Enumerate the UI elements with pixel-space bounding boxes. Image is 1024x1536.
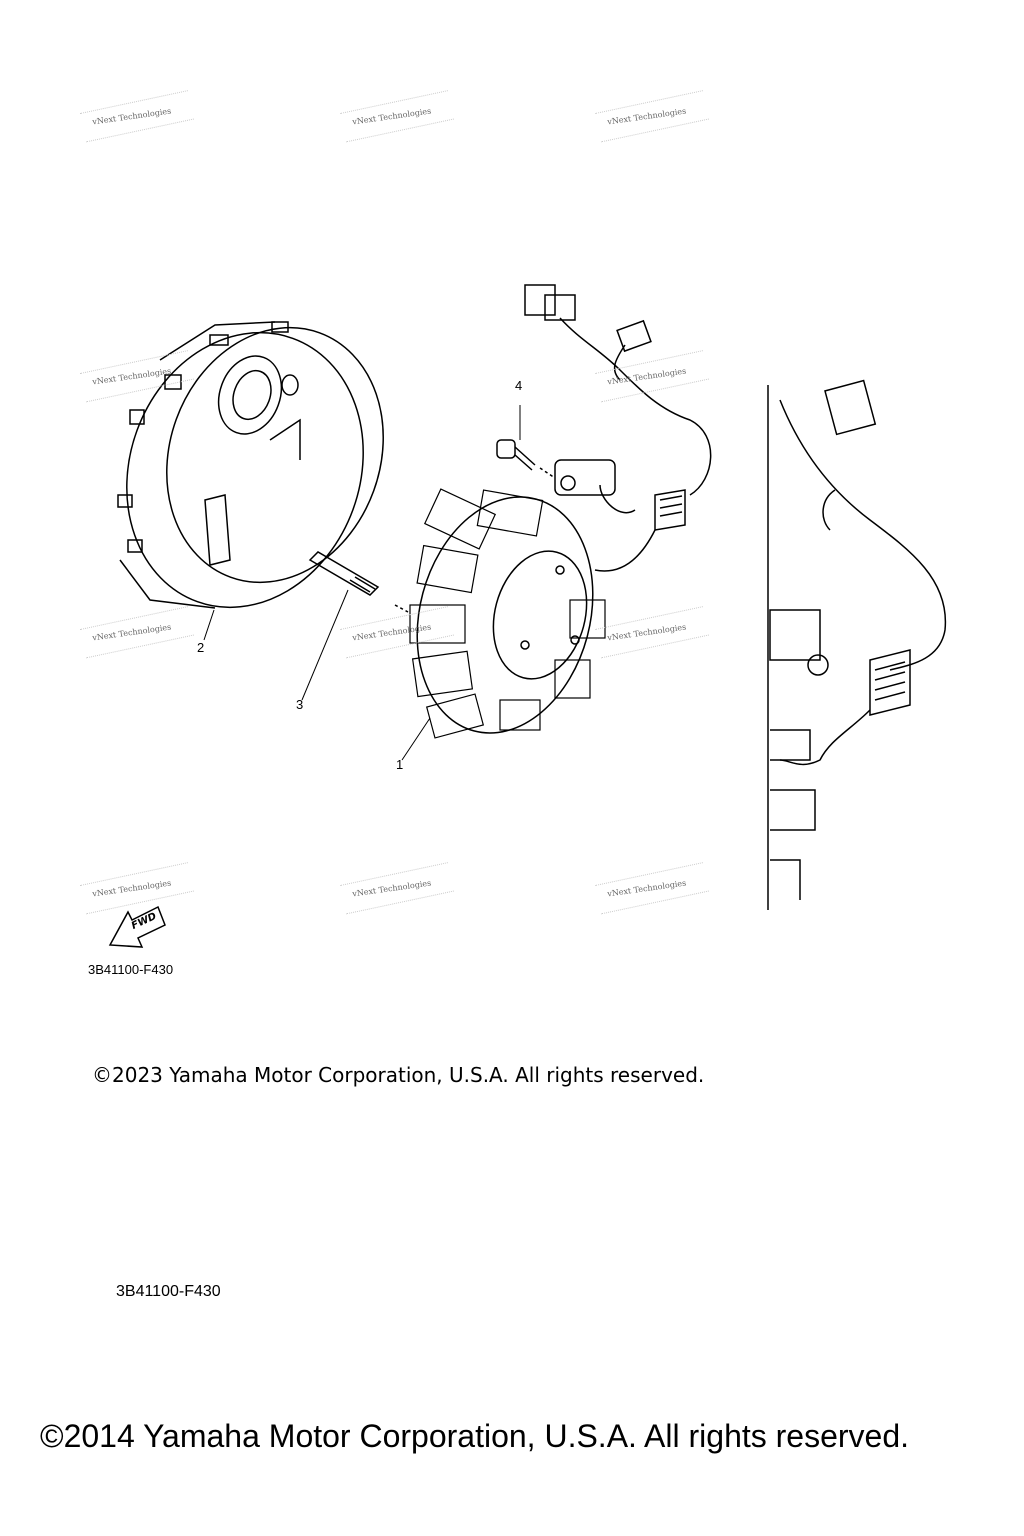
leader-lines — [203, 405, 521, 761]
copyright-2014: ©2014 Yamaha Motor Corporation, U.S.A. A… — [40, 1418, 910, 1454]
watermark: vNext Technologies — [606, 878, 687, 899]
fwd-arrow-icon — [108, 905, 166, 948]
watermark: vNext Technologies — [606, 366, 687, 387]
screw-part-4[interactable] — [496, 439, 556, 479]
diagram-code-2: 3B41100-F430 — [116, 1283, 221, 1300]
callout-4[interactable]: 4 — [515, 378, 523, 393]
inset-detail — [767, 379, 947, 910]
watermark: vNext Technologies — [351, 106, 432, 127]
generator-parts-diagram — [89, 284, 947, 948]
watermark: vNext Technologies — [91, 366, 172, 387]
callout-2[interactable]: 2 — [197, 640, 205, 655]
diagram-code: 3B41100-F430 — [88, 962, 174, 977]
callout-3[interactable]: 3 — [296, 697, 304, 712]
watermark: vNext Technologies — [606, 622, 687, 643]
stator-coil[interactable] — [392, 477, 618, 753]
watermark: vNext Technologies — [351, 878, 432, 899]
watermark: vNext Technologies — [351, 622, 432, 643]
watermark: vNext Technologies — [91, 878, 172, 899]
wire-harness[interactable] — [524, 284, 712, 572]
bolt-part-3[interactable] — [308, 551, 409, 613]
watermark: vNext Technologies — [91, 622, 172, 643]
flywheel-rotor[interactable] — [89, 297, 418, 641]
callout-1[interactable]: 1 — [396, 757, 404, 772]
watermark: vNext Technologies — [606, 106, 687, 127]
copyright-2023: ©2023 Yamaha Motor Corporation, U.S.A. A… — [92, 1063, 705, 1087]
watermark: vNext Technologies — [91, 106, 172, 127]
